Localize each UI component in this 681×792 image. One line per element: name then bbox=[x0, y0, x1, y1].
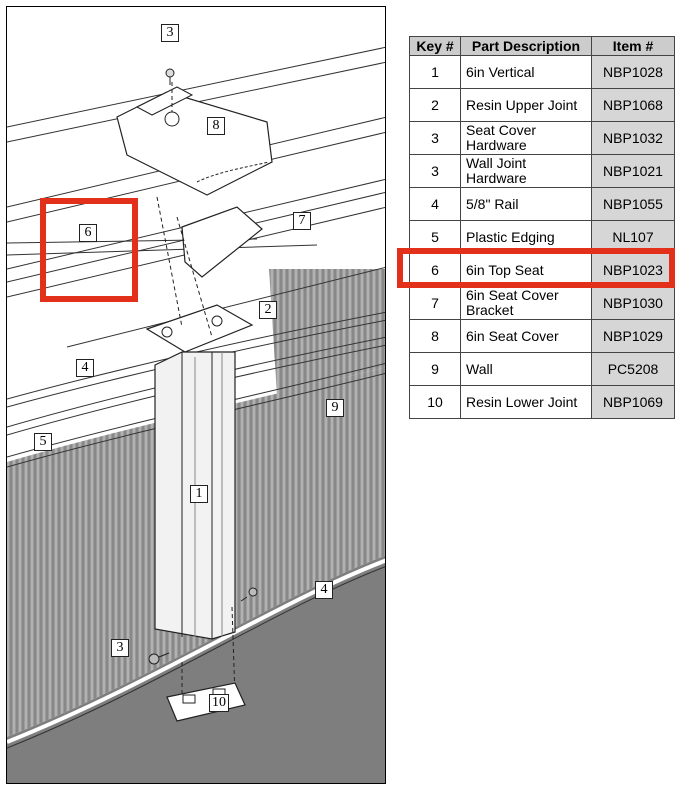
row-key: 3 bbox=[409, 121, 461, 155]
row-key: 6 bbox=[409, 253, 461, 287]
callout-vertical: 1 bbox=[190, 485, 208, 503]
callout-seat-cover: 8 bbox=[207, 117, 225, 135]
screw-right bbox=[240, 587, 258, 602]
callout-edging: 5 bbox=[34, 433, 52, 451]
row-description: 6in Vertical bbox=[460, 55, 592, 89]
row-item: NBP1032 bbox=[591, 121, 675, 155]
row-item: NBP1028 bbox=[591, 55, 675, 89]
row-description: 5/8" Rail bbox=[460, 187, 592, 221]
row-key: 2 bbox=[409, 88, 461, 122]
header-key: Key # bbox=[409, 36, 461, 56]
callout-rail-left: 4 bbox=[76, 359, 94, 377]
row-item: NBP1029 bbox=[591, 319, 675, 353]
callout-lower-joint: 10 bbox=[209, 694, 229, 712]
row-key: 10 bbox=[409, 385, 461, 419]
header-description: Part Description bbox=[460, 36, 592, 56]
callout-wall: 9 bbox=[326, 399, 344, 417]
row-key: 4 bbox=[409, 187, 461, 221]
row-item: NBP1023 bbox=[591, 253, 675, 287]
bottom-rail bbox=[7, 558, 385, 744]
row-key: 7 bbox=[409, 286, 461, 320]
seat-cover-bracket bbox=[181, 206, 263, 278]
diagram-highlight-box bbox=[40, 198, 138, 302]
row-key: 1 bbox=[409, 55, 461, 89]
row-item: NBP1055 bbox=[591, 187, 675, 221]
callout-rail-right: 4 bbox=[315, 581, 333, 599]
table-header-row: Key # Part Description Item # bbox=[409, 36, 675, 56]
row-description: 6in Seat Cover bbox=[460, 319, 592, 353]
row-key: 8 bbox=[409, 319, 461, 353]
top-seat-plate bbox=[145, 304, 254, 353]
row-item: NBP1068 bbox=[591, 88, 675, 122]
diagram-drawing bbox=[7, 46, 385, 783]
row-description: Wall Joint Hardware bbox=[460, 154, 592, 188]
callout-seat-cover-bracket: 7 bbox=[293, 212, 311, 230]
callout-upper-joint: 2 bbox=[259, 301, 277, 319]
row-description: Seat Cover Hardware bbox=[460, 121, 592, 155]
table-highlight-box bbox=[397, 248, 675, 288]
row-item: NBP1021 bbox=[591, 154, 675, 188]
row-description: Resin Lower Joint bbox=[460, 385, 592, 419]
exploded-parts-diagram: 3 8 6 7 2 4 9 5 1 4 3 10 bbox=[6, 6, 386, 784]
row-key: 9 bbox=[409, 352, 461, 386]
row-key: 3 bbox=[409, 154, 461, 188]
screw-bottom bbox=[148, 652, 170, 665]
pool-liner bbox=[7, 555, 385, 783]
row-item: NBP1030 bbox=[591, 286, 675, 320]
screw-top bbox=[165, 68, 175, 85]
callout-screw-bottom: 3 bbox=[111, 639, 129, 657]
row-item: NBP1069 bbox=[591, 385, 675, 419]
callout-screw-top: 3 bbox=[161, 24, 179, 42]
row-item: PC5208 bbox=[591, 352, 675, 386]
callout-top-seat: 6 bbox=[79, 224, 97, 242]
row-description: Resin Upper Joint bbox=[460, 88, 592, 122]
header-item: Item # bbox=[591, 36, 675, 56]
row-description: 6in Seat Cover Bracket bbox=[460, 286, 592, 320]
row-description: Wall bbox=[460, 352, 592, 386]
